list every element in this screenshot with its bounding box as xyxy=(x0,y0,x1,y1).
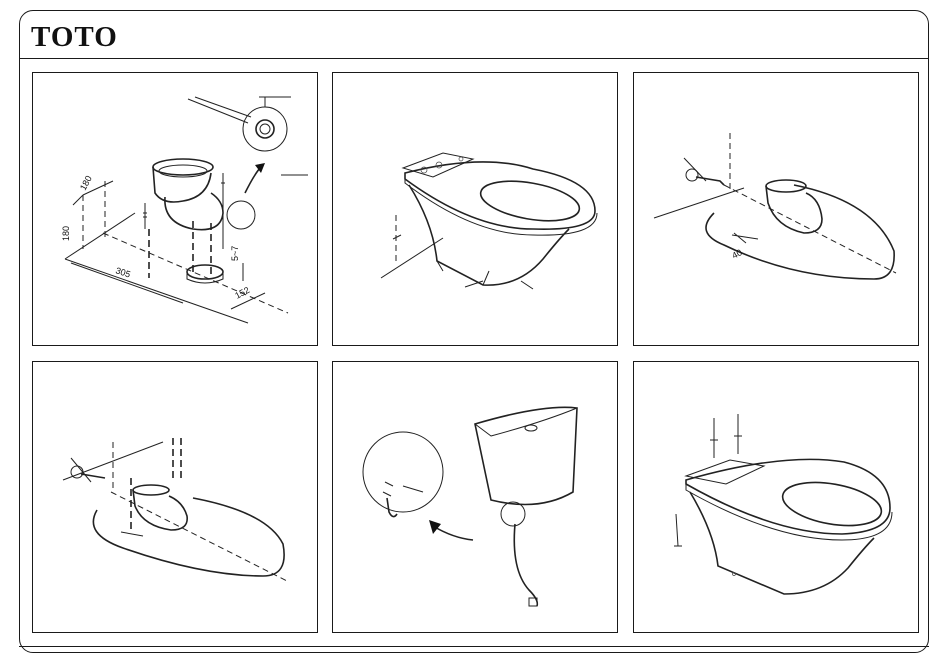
step-2-panel xyxy=(332,72,618,346)
dimension-label: 5~7 xyxy=(230,246,240,261)
footer-divider xyxy=(19,646,929,647)
brand-logo: TOTO xyxy=(31,22,118,52)
floor-outline-illustration: 40 xyxy=(634,73,920,347)
floor-layout-illustration: 180 180 305 5~7 152 xyxy=(33,73,319,347)
dimension-label: 152 xyxy=(233,285,251,301)
step-1-panel: 180 180 305 5~7 152 xyxy=(32,72,318,346)
header-divider xyxy=(19,58,929,59)
step-4-panel xyxy=(32,361,318,633)
bowl-placement-illustration xyxy=(333,73,619,347)
dimension-label: 180 xyxy=(78,174,94,192)
tank-hose-illustration xyxy=(333,362,619,634)
seat-bolts-illustration xyxy=(634,362,920,634)
dimension-label: 180 xyxy=(61,226,71,241)
step-6-panel xyxy=(633,361,919,633)
anchor-holes-illustration xyxy=(33,362,319,634)
step-5-panel xyxy=(332,361,618,633)
step-3-panel: 40 xyxy=(633,72,919,346)
